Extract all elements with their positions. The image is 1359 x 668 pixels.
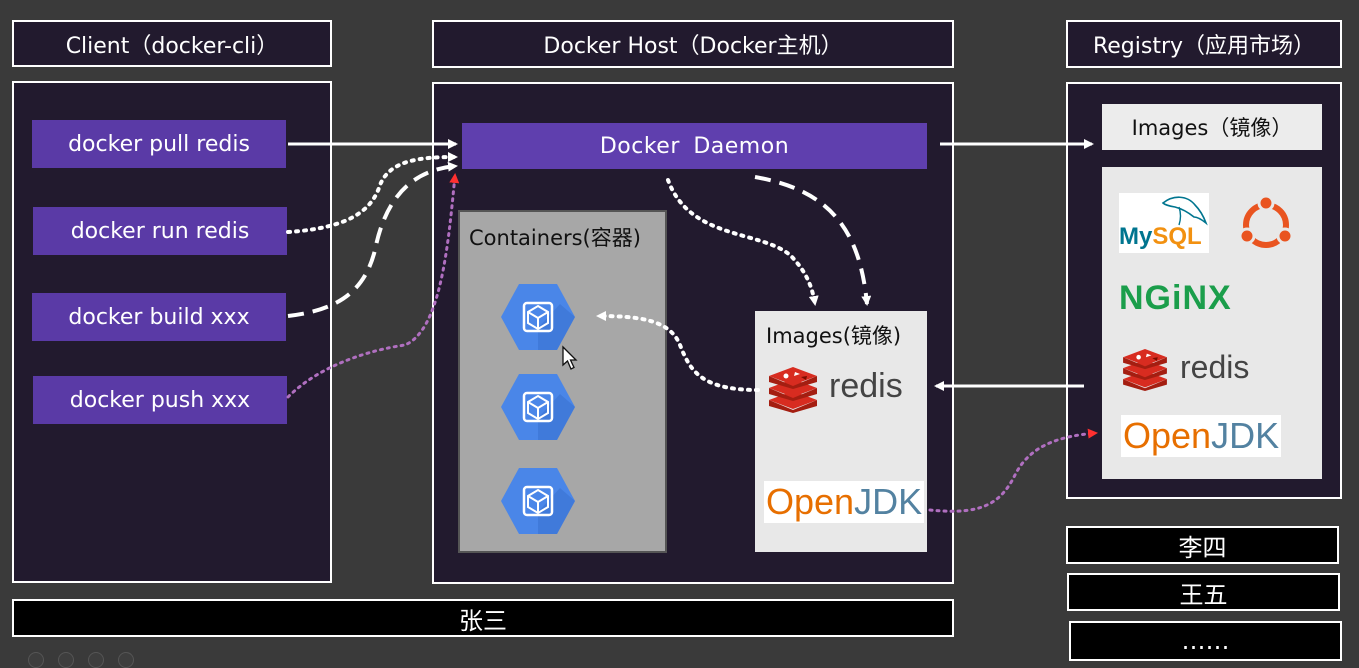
toolbar-dot bbox=[118, 652, 134, 668]
client-header: Client（docker-cli） bbox=[12, 20, 332, 67]
registry-images-label: Images（镜像） bbox=[1102, 104, 1322, 150]
mysql-text: MySQL bbox=[1119, 223, 1202, 250]
registry-redis-label: redis bbox=[1180, 349, 1250, 385]
more-users-bar: …… bbox=[1069, 621, 1342, 661]
local-images-title: Images(镜像) bbox=[766, 324, 902, 348]
registry-header: Registry（应用市场） bbox=[1066, 20, 1342, 68]
ubuntu-logo-icon bbox=[1238, 195, 1294, 248]
toolbar-dots bbox=[28, 652, 134, 668]
user-zhangsan-bar: 张三 bbox=[12, 599, 954, 637]
local-images-box: Images(镜像) redis OpenJDK bbox=[755, 311, 927, 552]
docker-pull-command: docker pull redis bbox=[32, 120, 286, 168]
redis-logo-icon bbox=[769, 367, 817, 413]
registry-openjdk-logo: OpenJDK bbox=[1121, 415, 1282, 457]
docker-build-command: docker build xxx bbox=[32, 293, 286, 341]
docker-daemon: Docker Daemon bbox=[462, 123, 927, 169]
container-cube-icon bbox=[501, 284, 575, 350]
docker-run-command: docker run redis bbox=[33, 207, 287, 255]
redis-logo-icon bbox=[1123, 349, 1167, 391]
local-redis-label: redis bbox=[829, 367, 903, 405]
user-wangwu-bar: 王五 bbox=[1067, 573, 1340, 611]
container-cube-icon bbox=[501, 468, 575, 534]
toolbar-dot bbox=[58, 652, 74, 668]
mouse-cursor-icon bbox=[562, 345, 578, 370]
containers-title: Containers(容器) bbox=[469, 226, 641, 250]
mysql-dolphin-icon bbox=[1161, 196, 1208, 226]
docker-host-header: Docker Host（Docker主机） bbox=[432, 20, 954, 68]
container-cube-icon bbox=[501, 374, 575, 440]
toolbar-dot bbox=[28, 652, 44, 668]
user-lisi-bar: 李四 bbox=[1066, 526, 1339, 564]
docker-push-command: docker push xxx bbox=[33, 376, 287, 424]
registry-images-box: MySQL NGiNX redis OpenJDK bbox=[1102, 167, 1322, 479]
mysql-logo: MySQL bbox=[1119, 193, 1209, 253]
nginx-logo: NGiNX bbox=[1119, 279, 1232, 317]
toolbar-dot bbox=[88, 652, 104, 668]
local-openjdk-logo: OpenJDK bbox=[764, 481, 925, 523]
